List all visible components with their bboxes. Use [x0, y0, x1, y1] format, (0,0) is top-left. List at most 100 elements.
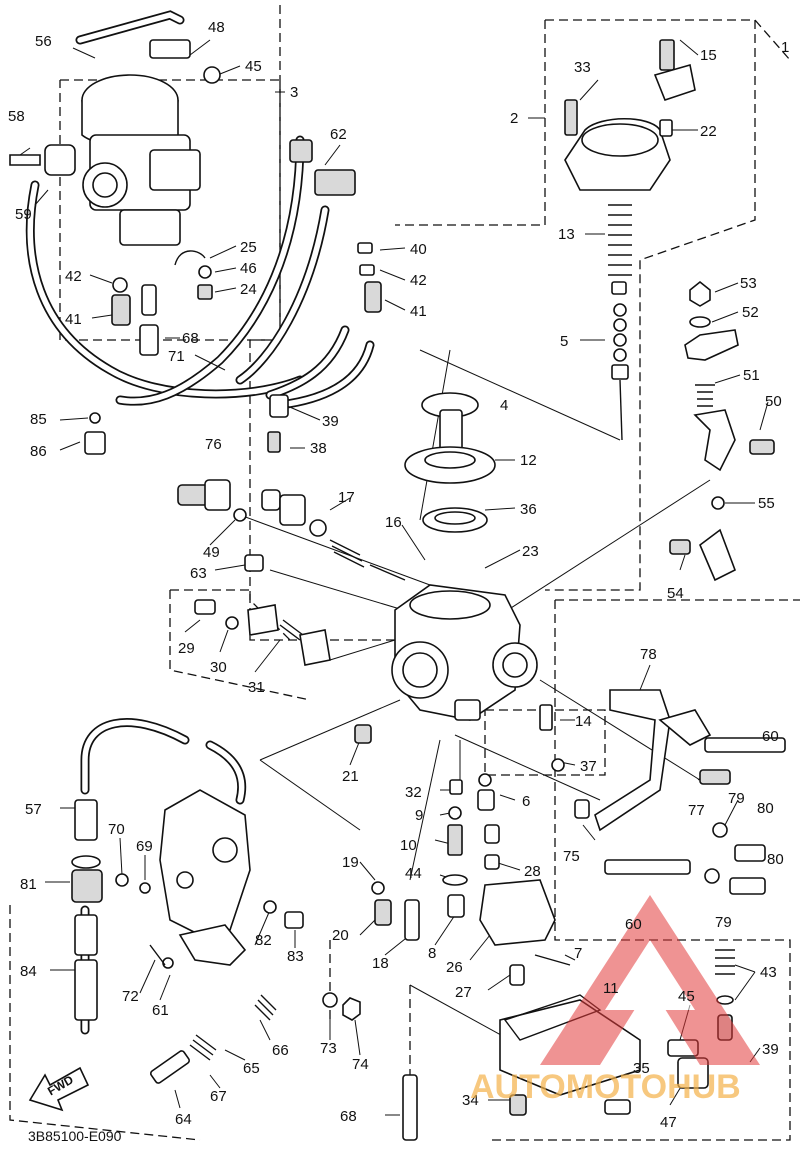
callout-85: 85 — [30, 411, 47, 428]
right-bracket — [594, 689, 786, 895]
callout-39-top: 39 — [322, 413, 339, 430]
watermark-logo — [540, 895, 760, 1065]
callout-21: 21 — [342, 768, 359, 785]
jets-center — [371, 704, 590, 941]
callout-12: 12 — [520, 452, 537, 469]
callout-75: 75 — [563, 848, 580, 865]
callout-17: 17 — [338, 489, 355, 506]
callout-79-bottom: 79 — [715, 914, 732, 931]
callout-68-bottom: 68 — [340, 1108, 357, 1125]
callout-29: 29 — [178, 640, 195, 657]
callout-52: 52 — [742, 304, 759, 321]
callout-18: 18 — [372, 955, 389, 972]
watermark-text: AUTOMOTOHUB — [470, 1068, 741, 1106]
parts — [9, 39, 786, 1141]
callout-32: 32 — [405, 784, 422, 801]
callout-55: 55 — [758, 495, 775, 512]
callout-84: 84 — [20, 963, 37, 980]
callout-49: 49 — [203, 544, 220, 561]
callout-60-bottom: 60 — [625, 916, 642, 933]
callout-33: 33 — [574, 59, 591, 76]
assembly-boundaries — [9, 5, 800, 1141]
callout-30: 30 — [210, 659, 227, 676]
mid-left-parts — [177, 479, 406, 744]
callout-51: 51 — [743, 367, 760, 384]
callout-45-top: 45 — [245, 58, 262, 75]
callout-42-right: 42 — [410, 272, 427, 289]
callout-80-top: 80 — [757, 800, 774, 817]
callout-26: 26 — [446, 959, 463, 976]
connectors — [267, 139, 382, 453]
callout-14: 14 — [575, 713, 592, 730]
callout-13: 13 — [558, 226, 575, 243]
callout-25: 25 — [240, 239, 257, 256]
callout-78: 78 — [640, 646, 657, 663]
fwd-arrow-icon — [28, 1066, 90, 1112]
callout-9: 9 — [415, 807, 423, 824]
callout-68-left: 68 — [182, 330, 199, 347]
callout-44: 44 — [405, 865, 422, 882]
callout-3: 3 — [290, 84, 298, 101]
lever-assembly — [71, 789, 418, 1141]
throttle-linkage — [669, 280, 775, 582]
callout-69: 69 — [136, 838, 153, 855]
callout-36: 36 — [520, 501, 537, 518]
callout-27: 27 — [455, 984, 472, 1001]
leader-lines — [19, 39, 769, 1116]
callout-53: 53 — [740, 275, 757, 292]
callout-57: 57 — [25, 801, 42, 818]
callout-41-right: 41 — [410, 303, 427, 320]
callout-71: 71 — [168, 348, 185, 365]
callout-74: 74 — [352, 1056, 369, 1073]
callout-67: 67 — [210, 1088, 227, 1105]
main-carburetor-body — [391, 584, 538, 721]
callout-79-top: 79 — [728, 790, 745, 807]
callout-20: 20 — [332, 927, 349, 944]
callout-31: 31 — [248, 679, 265, 696]
callout-60-top: 60 — [762, 728, 779, 745]
callout-24: 24 — [240, 281, 257, 298]
callout-4: 4 — [500, 397, 508, 414]
callout-8: 8 — [428, 945, 436, 962]
callout-38: 38 — [310, 440, 327, 457]
callout-40: 40 — [410, 241, 427, 258]
callout-54: 54 — [667, 585, 684, 602]
callout-66: 66 — [272, 1042, 289, 1059]
callout-34: 34 — [462, 1092, 479, 1109]
callout-86: 86 — [30, 443, 47, 460]
piston-diaphragm — [404, 392, 496, 533]
callout-63: 63 — [190, 565, 207, 582]
callout-80-bottom: 80 — [767, 851, 784, 868]
callout-73: 73 — [320, 1040, 337, 1057]
callout-37: 37 — [580, 758, 597, 775]
carburetor-assembly-small — [9, 39, 221, 246]
callout-28: 28 — [524, 863, 541, 880]
callout-58: 58 — [8, 108, 25, 125]
callout-5: 5 — [560, 333, 568, 350]
callout-35: 35 — [633, 1060, 650, 1077]
diagram-code: 3B85100-E090 — [28, 1128, 122, 1144]
callout-62: 62 — [330, 126, 347, 143]
callout-1: 1 — [781, 39, 789, 56]
callout-15: 15 — [700, 47, 717, 64]
callout-48: 48 — [208, 19, 225, 36]
callout-41-left: 41 — [65, 311, 82, 328]
callout-42-left: 42 — [65, 268, 82, 285]
top-cover-assembly — [564, 39, 696, 441]
callout-2: 2 — [510, 110, 518, 127]
callout-59: 59 — [15, 206, 32, 223]
callout-64: 64 — [175, 1111, 192, 1128]
callout-11: 11 — [603, 980, 619, 997]
callout-6: 6 — [522, 793, 530, 810]
callout-39-bottom: 39 — [762, 1041, 779, 1058]
callout-47: 47 — [660, 1114, 677, 1131]
callout-46: 46 — [240, 260, 257, 277]
callout-labels: 1 2 3 4 5 6 7 8 9 10 11 12 13 14 15 16 1… — [8, 19, 789, 1131]
callout-7: 7 — [574, 945, 582, 962]
callout-65: 65 — [243, 1060, 260, 1077]
callout-10: 10 — [400, 837, 417, 854]
callout-61: 61 — [152, 1002, 169, 1019]
callout-43: 43 — [760, 964, 777, 981]
callout-22: 22 — [700, 123, 717, 140]
